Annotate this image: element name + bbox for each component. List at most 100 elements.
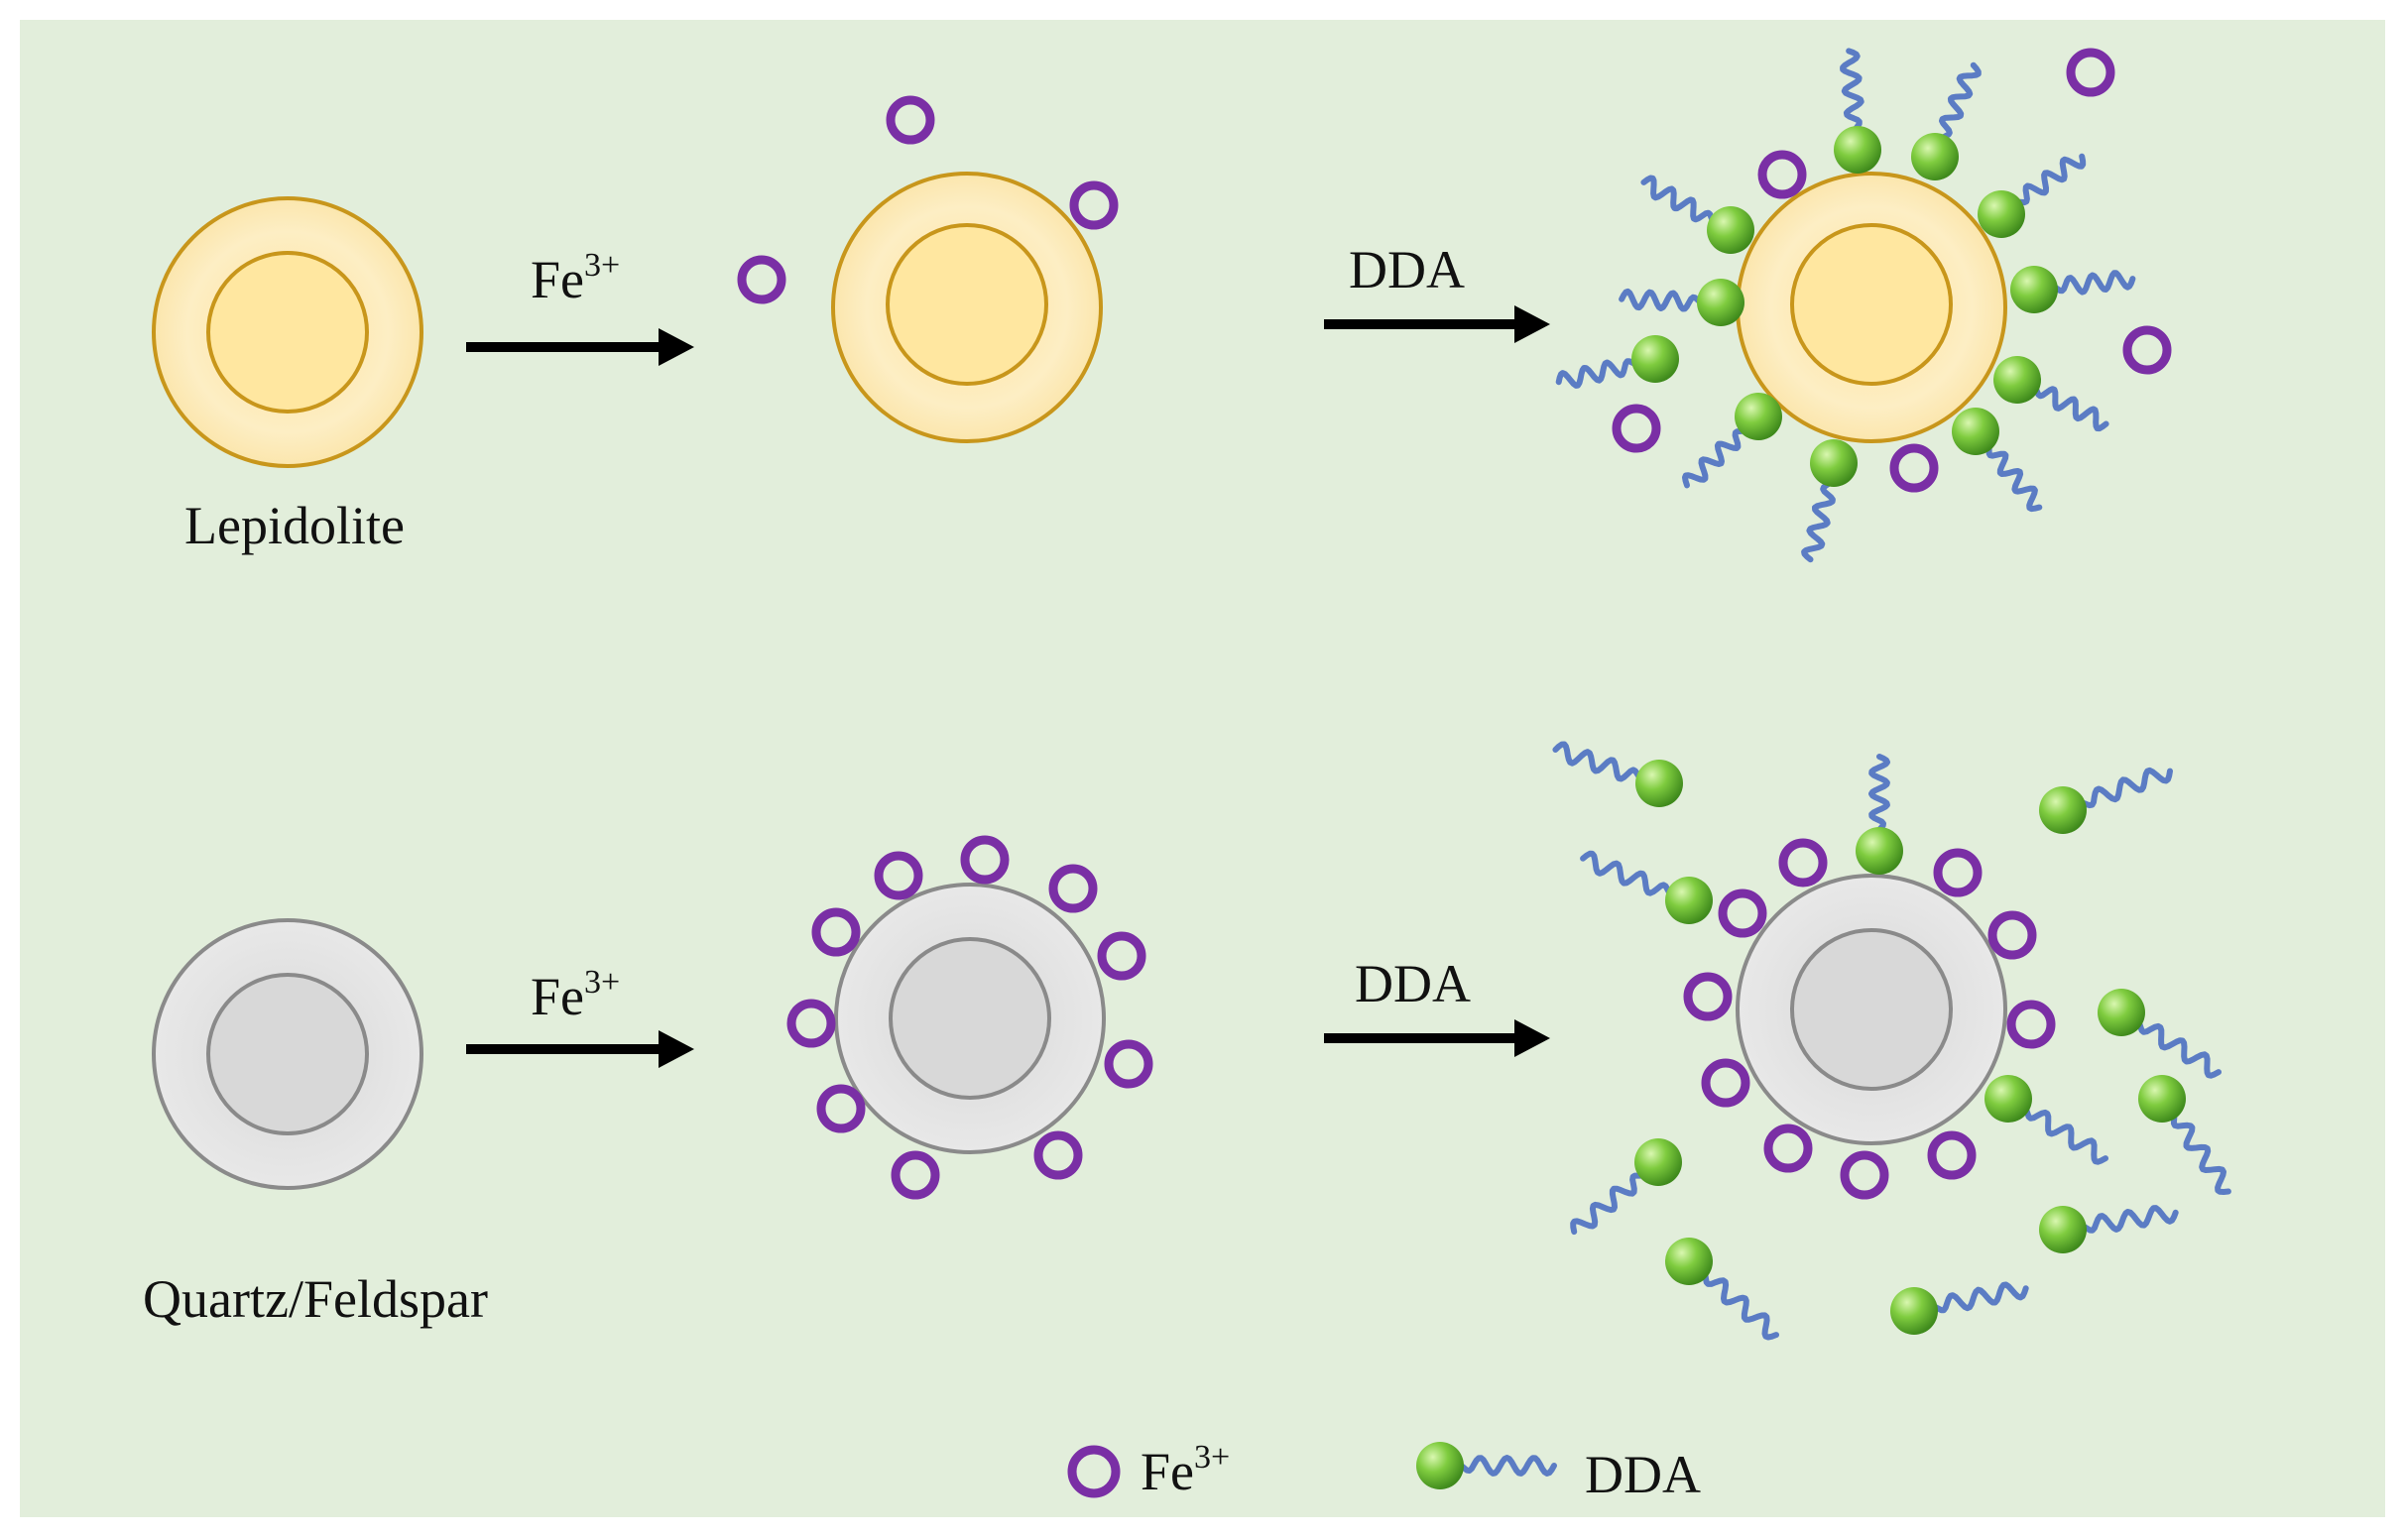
legend-dda-symbol	[1416, 1442, 1557, 1489]
fe-ion-icon	[1889, 443, 1939, 493]
dda-tail-icon	[1552, 741, 1643, 782]
dda-head-icon	[2098, 989, 2145, 1036]
dda-reagent-label-row2: DDA	[1355, 954, 1471, 1013]
lepidolite-label: Lepidolite	[184, 496, 405, 555]
dda-head-icon	[1416, 1442, 1464, 1489]
fe-ion-icon	[1612, 404, 1661, 453]
dda-head-icon	[1952, 408, 1999, 455]
dda-tail-icon	[2078, 767, 2173, 809]
fe-ion-icon	[1987, 910, 2037, 960]
quartz-particle-with-fe	[786, 835, 1153, 1200]
fe-ion-icon	[1757, 150, 1807, 199]
dda-head-icon	[1856, 827, 1903, 875]
dda-head-icon	[1978, 190, 2025, 238]
dda-tail-icon	[2014, 153, 2087, 206]
dda-head-icon	[2010, 266, 2058, 313]
fe-ion-icon	[1718, 888, 1767, 938]
dda-tail-icon	[1640, 175, 1717, 224]
legend-fe-label: Fe3+	[1141, 1439, 1230, 1501]
dda-tail-icon	[1840, 48, 1864, 134]
fe-ion-icon	[874, 851, 923, 900]
fe-ion-icon	[1933, 848, 1983, 897]
fe-ion-icon	[1069, 180, 1119, 230]
dda-head-icon	[1665, 877, 1713, 924]
fe-reagent-label-row2: Fe3+	[531, 964, 620, 1026]
legend-dda-label: DDA	[1585, 1445, 1701, 1504]
fe-ion-icon	[786, 999, 836, 1048]
fe-ion-icon	[1683, 972, 1733, 1021]
dda-tail-icon	[1619, 288, 1704, 312]
quartz-feldspar-label: Quartz/Feldspar	[143, 1269, 488, 1329]
dda-tail-icon	[1701, 1270, 1779, 1341]
dda-molecules-adsorbed	[1555, 48, 2136, 563]
fe-ions-free-row1-final	[1612, 48, 2172, 493]
fe-ion-icon	[1763, 1124, 1813, 1173]
dda-tail-icon	[1580, 850, 1674, 896]
dda-head-icon	[2039, 786, 2087, 834]
dda-head-icon	[1634, 1138, 1682, 1186]
fe-ion-icon	[1067, 1445, 1121, 1498]
fe-ion-icon	[1048, 864, 1098, 913]
dda-head-icon	[1697, 279, 1744, 326]
quartz-particle-final	[1683, 838, 2056, 1200]
legend: Fe3+ DDA	[1067, 1439, 1701, 1504]
dda-tail-icon	[1457, 1455, 1557, 1477]
dda-molecules-free	[1552, 741, 2231, 1341]
dda-tail-icon	[1984, 443, 2043, 513]
dda-tail-icon	[2022, 1106, 2108, 1165]
dda-tail-icon	[1555, 358, 1639, 389]
quartz-particle-initial	[152, 918, 423, 1190]
dda-tail-icon	[2079, 1205, 2179, 1234]
dda-reagent-label-row1: DDA	[1349, 240, 1465, 299]
dda-tail-icon	[2050, 270, 2136, 296]
fe-ion-icon	[1033, 1130, 1083, 1180]
fe-ion-icon	[816, 1084, 866, 1133]
fe-ion-icon	[2006, 1000, 2056, 1049]
dda-heads-adsorbed	[1631, 126, 2058, 487]
fe-ion-icon	[1927, 1130, 1977, 1180]
fe-arrow-row1	[466, 328, 694, 366]
dda-head-icon	[1911, 133, 1959, 180]
dda-tail-icon	[2135, 1019, 2222, 1079]
dda-tail-icon	[1682, 426, 1747, 489]
dda-tail-icon	[1570, 1171, 1646, 1236]
lepidolite-particle-with-fe	[831, 172, 1103, 443]
dda-head-icon	[1665, 1238, 1713, 1285]
dda-head-icon	[2138, 1075, 2186, 1123]
lepidolite-particle-initial	[152, 196, 423, 468]
dda-head-icon	[1631, 335, 1679, 383]
dda-tail-icon	[1939, 61, 1982, 142]
fe-ion-icon	[1840, 1150, 1889, 1200]
dda-head-icon	[1735, 393, 1782, 440]
fe-reagent-label-row1: Fe3+	[531, 247, 620, 309]
dda-tail-icon	[2031, 385, 2109, 432]
fe-ion-icon	[886, 95, 935, 145]
dda-tail-icon	[1801, 479, 1836, 563]
dda-arrow-row1	[1324, 305, 1550, 343]
fe-arrow-row2	[466, 1030, 694, 1068]
dda-tail-icon	[1868, 754, 1890, 834]
fe-ion-icon	[2066, 48, 2115, 97]
lepidolite-particle-dda-coated	[1555, 48, 2136, 563]
dda-tail-icon	[2170, 1112, 2231, 1195]
fe-ion-icon	[960, 835, 1010, 885]
dda-head-icon	[1707, 206, 1754, 254]
dda-head-icon	[1635, 760, 1683, 807]
fe-ion-icon	[2122, 325, 2172, 375]
dda-arrow-row2	[1324, 1019, 1550, 1057]
fe-ion-icon	[891, 1150, 940, 1200]
dda-head-icon	[2039, 1206, 2087, 1253]
dda-head-icon	[1810, 439, 1858, 487]
fe-ion-icon	[1701, 1058, 1750, 1108]
dda-head-icon	[1834, 126, 1881, 174]
fe-ion-icon	[1778, 838, 1828, 888]
legend-fe-ion-symbol	[1067, 1445, 1121, 1498]
fe-ions-adsorbed-final	[1683, 838, 2056, 1200]
fe-ion-icon	[1097, 931, 1146, 981]
fe-ion-icon	[811, 907, 861, 957]
dda-head-icon	[1984, 1075, 2032, 1123]
dda-tail-icon	[1930, 1281, 2029, 1314]
fe-ion-icon	[737, 255, 786, 304]
fe-ions-adsorbed	[786, 835, 1153, 1200]
